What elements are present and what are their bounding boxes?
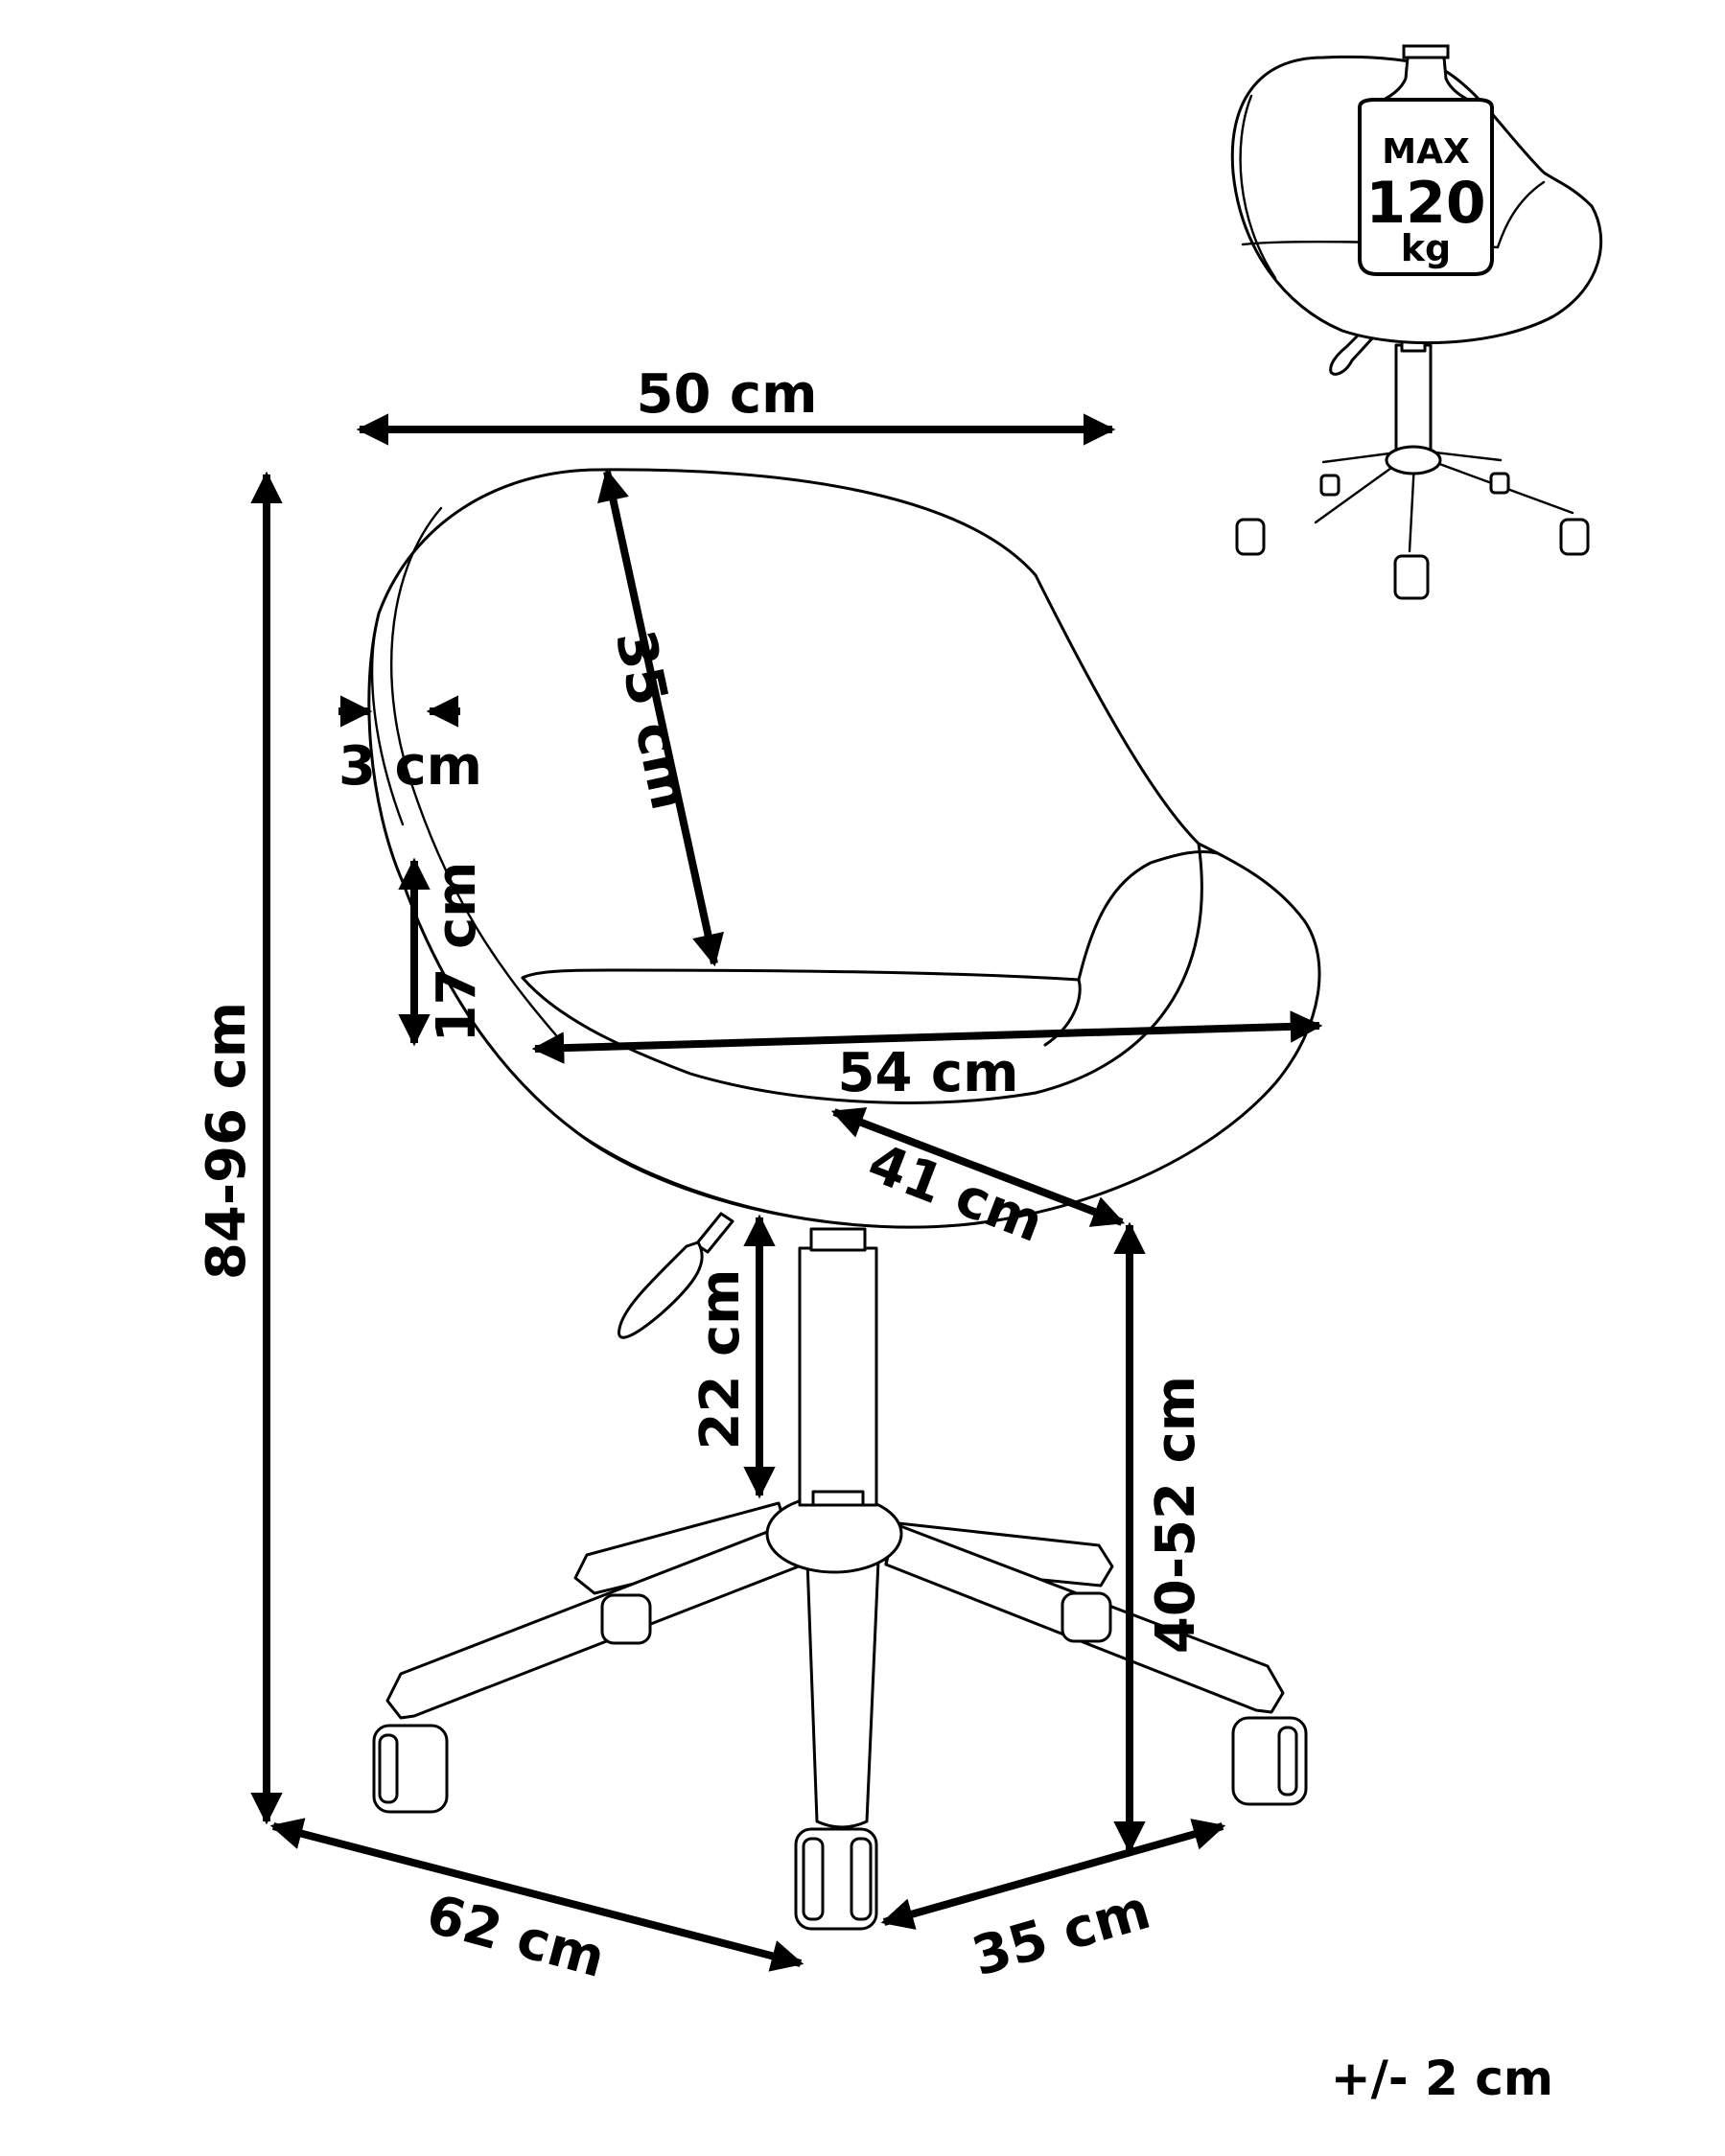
label-seat-width: 54 cm — [838, 1042, 1019, 1104]
label-shell-thickness: 3 cm — [338, 735, 482, 798]
weight-value: 120 — [1365, 170, 1485, 237]
weight-max-label: MAX — [1382, 132, 1470, 172]
gas-lift-column — [798, 1227, 878, 1507]
chair-casters — [372, 1591, 1308, 1931]
label-gas-lift-height: 22 cm — [689, 1269, 752, 1450]
dimension-arrows — [250, 413, 1323, 1972]
label-base-depth: 35 cm — [966, 1879, 1157, 1989]
label-width-top: 50 cm — [637, 363, 818, 426]
main-chair — [367, 468, 1321, 1931]
height-lever — [618, 1212, 734, 1339]
tolerance-note: +/- 2 cm — [1331, 2051, 1553, 2106]
label-base-width: 62 cm — [420, 1883, 611, 1990]
label-seat-height: 40-52 cm — [1145, 1376, 1207, 1654]
weight-icon: MAX 120 kg — [1358, 44, 1494, 276]
label-total-height: 84-96 cm — [196, 1002, 258, 1280]
label-side-height: 17 cm — [426, 862, 488, 1043]
weight-unit: kg — [1401, 227, 1451, 269]
weight-capacity-illustration: MAX 120 kg — [1230, 44, 1603, 600]
